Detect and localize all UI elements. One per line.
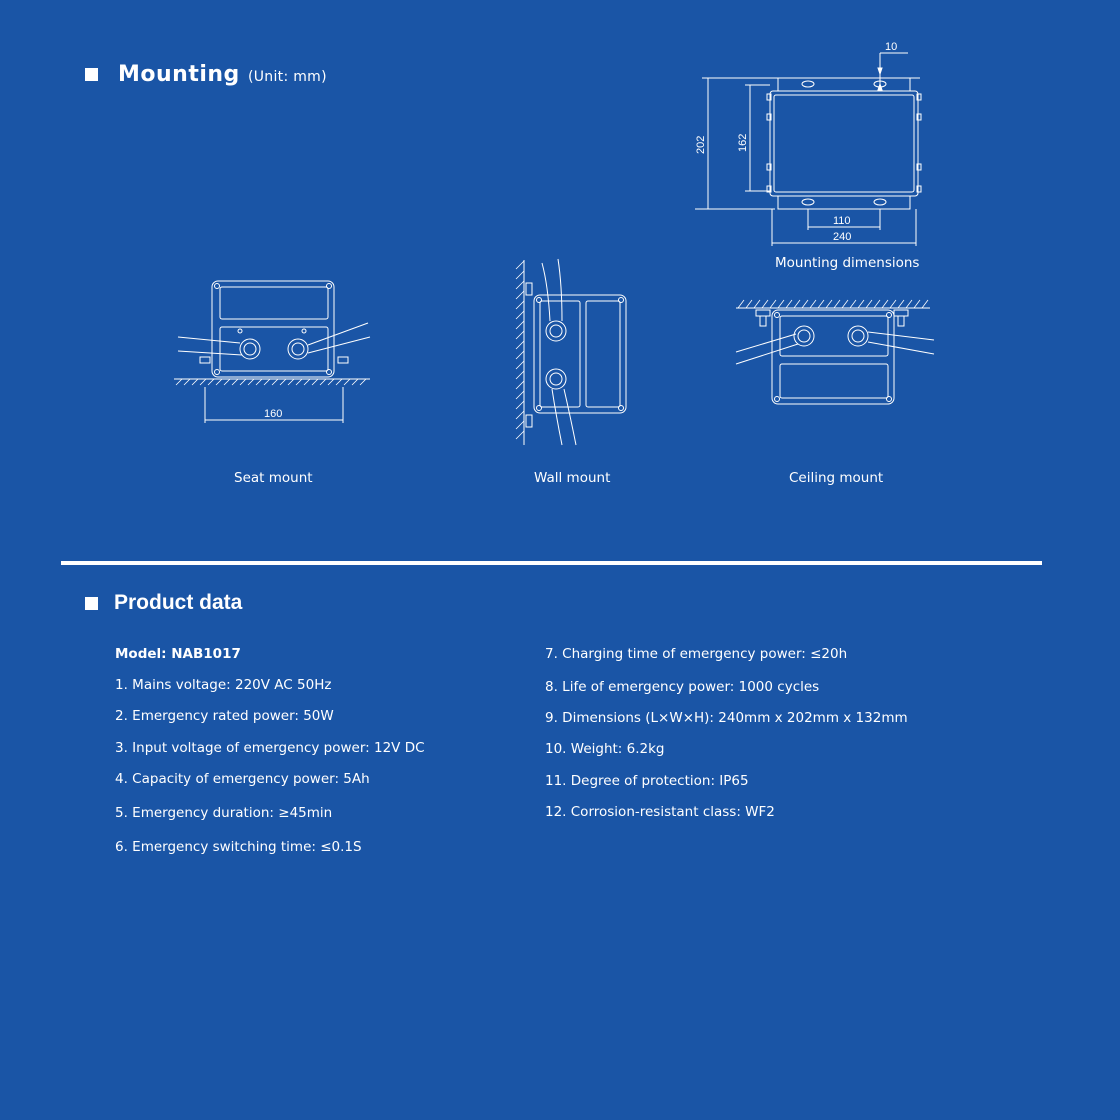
spec-item: 9. Dimensions (L×W×H): 240mm x 202mm x 1… [545,710,908,726]
ceiling-mount-drawing [735,299,935,405]
ceiling-mount-caption: Ceiling mount [789,470,884,486]
mounting-heading: Mounting (Unit: mm) [118,62,327,87]
wall-mount-caption: Wall mount [534,470,611,486]
spec-item: 6. Emergency switching time: ≤0.1S [115,839,362,855]
dim-label-160: 160 [264,408,282,420]
product-title: Product data [114,591,243,614]
mounting-dimensions-drawing: 10 202 162 110 240 [695,41,922,246]
spec-item: 8. Life of emergency power: 1000 cycles [545,679,820,695]
mounting-dimensions-caption: Mounting dimensions [775,255,920,271]
product-model: Model: NAB1017 [115,646,241,662]
seat-mount-caption: Seat mount [234,470,313,486]
spec-item: 4. Capacity of emergency power: 5Ah [115,771,370,787]
mounting-title: Mounting [118,62,240,87]
dim-label-162: 162 [737,134,749,152]
wall-mount-drawing [515,258,627,446]
dim-label-202: 202 [695,136,707,154]
section-bullet-mounting [85,68,98,81]
section-divider [61,561,1042,565]
spec-item: 3. Input voltage of emergency power: 12V… [115,740,425,756]
dim-label-240: 240 [833,231,851,243]
section-bullet-product [85,597,98,610]
dim-label-110: 110 [833,215,851,227]
spec-item: 7. Charging time of emergency power: ≤20… [545,646,848,662]
spec-item: 5. Emergency duration: ≥45min [115,805,333,821]
spec-item: 11. Degree of protection: IP65 [545,773,749,789]
dim-label-10: 10 [885,41,897,53]
spec-item: 12. Corrosion-resistant class: WF2 [545,804,775,820]
mounting-unit: (Unit: mm) [247,69,327,85]
spec-item: 10. Weight: 6.2kg [545,741,665,757]
seat-mount-drawing: 160 [174,280,371,423]
spec-item: 2. Emergency rated power: 50W [115,708,334,724]
spec-item: 1. Mains voltage: 220V AC 50Hz [115,677,332,693]
